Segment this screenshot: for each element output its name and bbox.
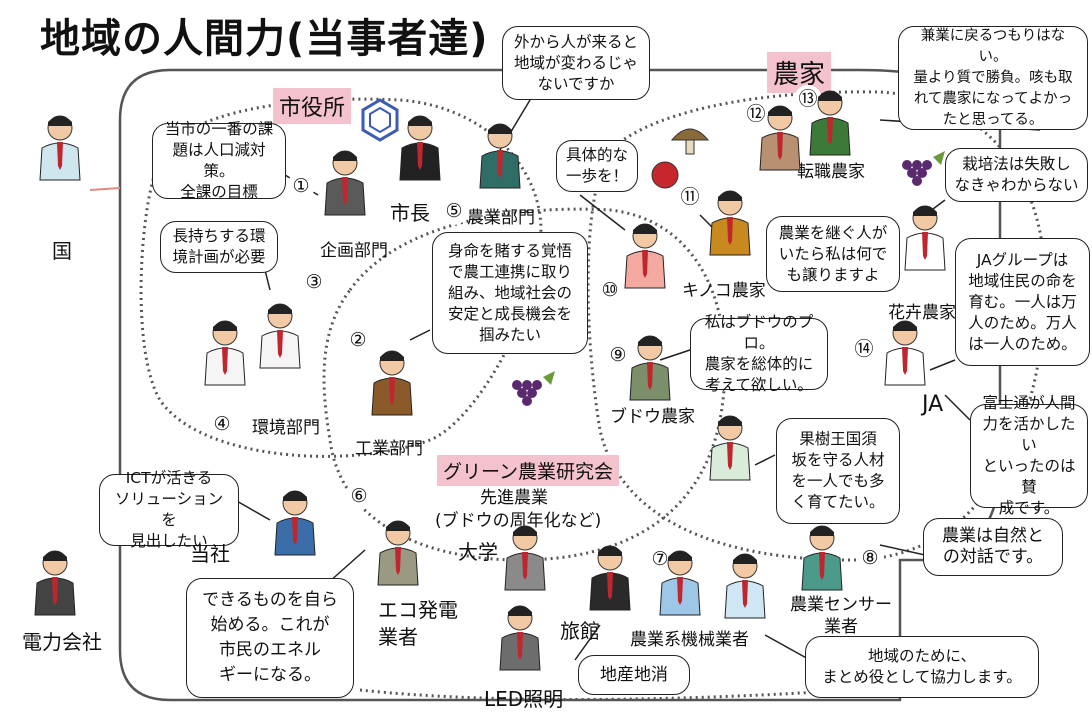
bubble-local: 地産地消 bbox=[578, 655, 690, 695]
bubble-coordinate: 地域のために、 まとめ役として協力します。 bbox=[805, 636, 1039, 698]
country-official-figure bbox=[39, 115, 81, 181]
label-mayor: 市長 bbox=[390, 201, 430, 225]
green-research-outline bbox=[322, 207, 727, 562]
career-farmer-figure-12 bbox=[759, 105, 801, 171]
label-our-company: 当社 bbox=[190, 542, 230, 566]
label-ja: JA bbox=[922, 392, 944, 417]
bubble-energy: できるものを自ら 始める。これが 市民のエネル ギーになる。 bbox=[186, 578, 354, 698]
grape-icon-1 bbox=[902, 151, 945, 186]
bottom-dotted bbox=[359, 688, 851, 701]
label-eco-power: エコ発電 業者 bbox=[378, 598, 458, 649]
label-industry-dept: 工業部門 bbox=[355, 439, 423, 459]
apple-icon bbox=[651, 161, 679, 189]
bubble-fuji: 富士通が人間 力を活かしたい といったのは賛 成です。 bbox=[970, 394, 1088, 517]
bubble-nature: 農業は自然と の対話です。 bbox=[923, 518, 1063, 576]
mushroom-icon bbox=[670, 128, 710, 155]
mayor-figure bbox=[399, 115, 441, 181]
label-mushroom-farmer: キノコ農家 bbox=[682, 281, 766, 301]
bubble-concrete: 具体的な 一歩を！ bbox=[556, 140, 638, 192]
bubble-successor: 農業を継ぐ人が いたら私は何で も譲りますよ bbox=[766, 216, 900, 292]
number-14: ⑭ bbox=[850, 335, 878, 363]
label-university: 大学 bbox=[458, 540, 498, 564]
number-11: ⑪ bbox=[676, 183, 704, 211]
number-6: ⑥ bbox=[345, 482, 373, 510]
mushroom-farmer-figure bbox=[709, 190, 751, 256]
planning-figure bbox=[324, 150, 366, 216]
label-led: LED照明 bbox=[484, 687, 564, 711]
university-figure bbox=[504, 525, 546, 591]
bubble-outside: 外から人が来ると 地域が変わるじゃ ないですか bbox=[502, 26, 650, 100]
number-1: ① bbox=[287, 172, 315, 200]
label-flower-farmer: 花卉農家 bbox=[888, 303, 956, 323]
agri-machinery-figure-1 bbox=[659, 550, 701, 616]
farmers-outline bbox=[586, 90, 1047, 562]
number-3: ③ bbox=[300, 268, 328, 296]
bubble-grape-pro: 私はブドウのプロ。 農家を総体的に 考えて欲しい。 bbox=[690, 313, 828, 394]
city-hall-label: 市役所 bbox=[273, 88, 352, 124]
flower-farmer-figure bbox=[904, 205, 946, 271]
bubble-fruit: 果樹王国須 坂を守る人材 を一人でも多 く育てたい。 bbox=[776, 418, 900, 524]
number-5: ⑤ bbox=[440, 197, 468, 225]
agri-machinery-figure-2 bbox=[724, 553, 766, 619]
bubble-industry: 身命を賭する覚悟 で農工連携に取り 組み、地域社会の 安定と成長機会を 掴みたい bbox=[432, 232, 588, 354]
country-arrow bbox=[89, 187, 121, 191]
bubble-side-job: 兼業に戻るつもりはない。 量より質で勝負。咳も取 れて農家になってよかっ たと思… bbox=[898, 26, 1088, 130]
label-grape-farmer: ブドウ農家 bbox=[610, 407, 695, 427]
label-agri-machinery: 農業系機械業者 bbox=[630, 630, 749, 650]
woman-figure-10 bbox=[624, 223, 666, 289]
grape-icon-2 bbox=[512, 371, 555, 406]
label-power-company: 電力会社 bbox=[22, 630, 102, 654]
ja-figure bbox=[884, 320, 926, 386]
green-research-sub2: (ブドウの周年化など) bbox=[435, 511, 602, 531]
bubble-issue: 当市の一番の課 題は人口減対策。 全課の目標 bbox=[152, 120, 286, 201]
industry-dept-figure bbox=[371, 350, 413, 416]
our-company-figure bbox=[274, 490, 316, 556]
number-10: ⑩ bbox=[596, 276, 624, 304]
label-planning: 企画部門 bbox=[320, 241, 388, 261]
env-dept-figure-2 bbox=[259, 303, 301, 369]
number-8: ⑧ bbox=[856, 544, 884, 572]
farmers-label: 農家 bbox=[767, 52, 832, 93]
city-logo-icon bbox=[361, 98, 399, 142]
env-dept-figure-1 bbox=[204, 320, 246, 386]
green-research-sub1: 先進農業 bbox=[480, 488, 548, 508]
number-4: ④ bbox=[208, 410, 236, 438]
inn-figure bbox=[589, 545, 631, 611]
led-figure bbox=[499, 605, 541, 671]
label-agri-sensor: 農業センサー 業者 bbox=[790, 595, 892, 637]
bubble-env-plan: 長持ちする環 境計画が必要 bbox=[160, 221, 278, 273]
power-company-figure bbox=[34, 550, 76, 616]
agri-dept-figure bbox=[479, 123, 521, 189]
label-agri-dept: 農業部門 bbox=[467, 208, 535, 228]
page-title: 地域の人間力(当事者達) bbox=[40, 16, 489, 62]
number-9: ⑨ bbox=[604, 341, 632, 369]
number-12: ⑫ bbox=[742, 100, 770, 128]
number-13: ⑬ bbox=[794, 85, 822, 113]
grape-farmer-figure-9 bbox=[629, 335, 671, 401]
bubble-ja-group: JAグループは 地域住民の命を 育む。一人は万 人のため。万人 は一人のため。 bbox=[955, 238, 1090, 366]
label-inn: 旅館 bbox=[560, 619, 600, 643]
bubble-cultivation: 栽培法は失敗し なきゃわからない bbox=[945, 148, 1088, 202]
fruit-farmer-figure bbox=[709, 415, 751, 481]
label-country: 国 bbox=[52, 239, 72, 263]
number-2: ② bbox=[344, 326, 372, 354]
bubble-ict: ICTが活きる ソリューションを 見出したい bbox=[99, 469, 239, 550]
career-farmer-figure-13 bbox=[809, 90, 851, 156]
label-env-dept: 環境部門 bbox=[252, 418, 320, 438]
eco-power-figure bbox=[377, 520, 419, 586]
agri-sensor-figure bbox=[801, 525, 843, 591]
green-research-label: グリーン農業研究会 bbox=[437, 455, 620, 486]
label-career-farmer: 転職農家 bbox=[797, 162, 865, 182]
